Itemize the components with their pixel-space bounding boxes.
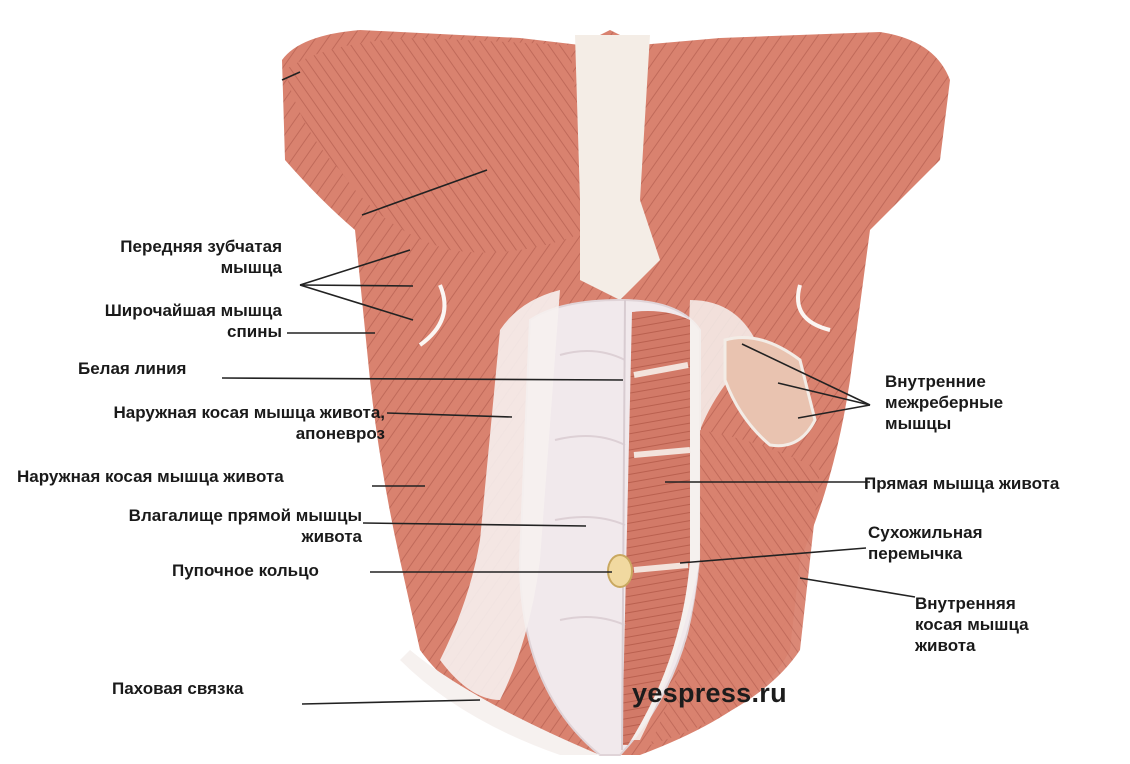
label-external-oblique: Наружная косая мышца живота (17, 466, 284, 487)
umbilicus (608, 555, 632, 587)
label-internal-intercostals: Внутренние межреберные мышцы (885, 371, 1003, 434)
label-rectus-abdominis: Прямая мышца живота (864, 473, 1059, 494)
watermark: yespress.ru (632, 678, 787, 709)
label-latissimus-dorsi: Широчайшая мышца спины (45, 300, 282, 342)
label-rectus-sheath: Влагалище прямой мышцы живота (60, 505, 362, 547)
label-serratus-anterior: Передняя зубчатая мышца (60, 236, 282, 278)
label-umbilical-ring: Пупочное кольцо (172, 560, 319, 581)
pectoral-right (640, 36, 945, 255)
label-external-oblique-aponeurosis: Наружная косая мышца живота, апоневроз (20, 402, 385, 444)
label-linea-alba: Белая линия (78, 358, 186, 379)
label-tendinous-intersection: Сухожильная перемычка (868, 522, 983, 564)
label-inguinal-ligament: Паховая связка (112, 678, 243, 699)
label-internal-oblique: Внутренняя косая мышца живота (915, 593, 1029, 656)
pectoral-left (285, 38, 590, 253)
